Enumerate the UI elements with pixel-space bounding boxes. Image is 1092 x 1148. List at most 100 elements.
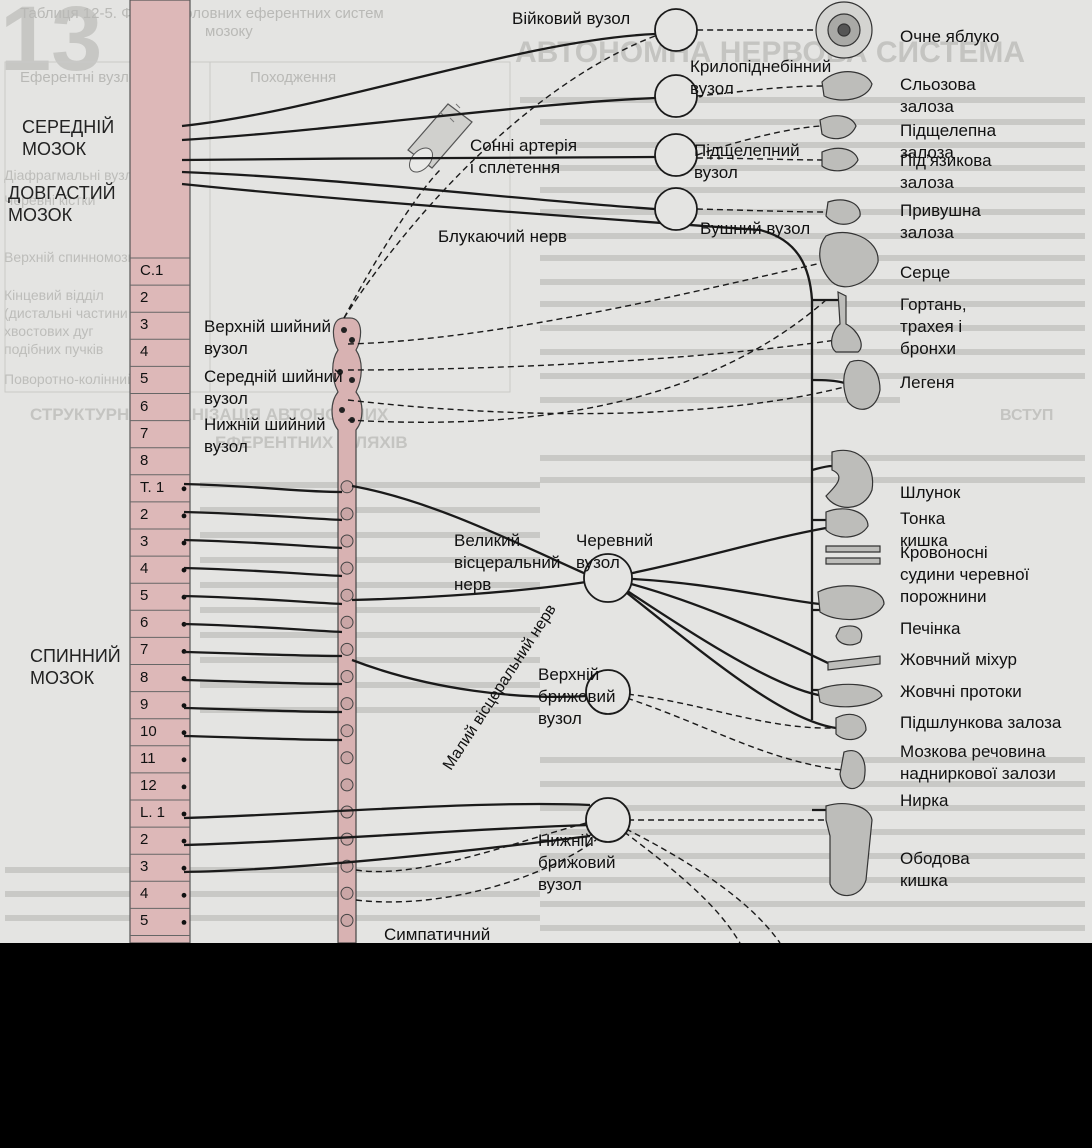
preganglionic-fibre [351,658,589,698]
chain-neuron-dot [339,407,345,413]
chain-ganglion [340,480,354,494]
postganglionic-fibre [696,85,823,97]
preganglionic-fibre [607,526,827,580]
chain-ganglia [181,327,355,927]
organ-label: Привушна залоза [900,201,981,242]
postganglionic-fibre [347,299,827,423]
postganglionic-fibre [696,125,821,156]
organ-label: Під’язикова залоза [900,151,992,192]
preganglionic-fibre [183,650,343,658]
organ-label: Очне яблуко [900,27,1000,46]
cord-cell-dot [181,730,187,736]
spinal-segment-label: 10 [140,722,157,740]
spinal-segment-label: 5 [140,587,149,605]
diagram-drawing [129,0,885,943]
table-row: Черевні кістки [4,192,95,208]
cord-cell-dot [181,703,187,708]
background-table-grid [4,61,511,393]
table-row: Поворотно-колінний [4,371,135,387]
ciliary-ganglion-label: Війковий вузол [512,9,631,28]
table-caption-2: мозоку [205,23,253,40]
postganglionic-fibre [355,821,591,873]
chain-ganglion [340,724,354,738]
postganglionic-fibre [347,385,849,415]
organ-label: Підщелепна залоза [900,121,997,162]
organ-label: Серце [900,263,951,282]
table-row: Діафрагмальні вузли [4,167,141,183]
cord-cell-dot [181,811,187,817]
parotid-gland-drawing [825,199,861,225]
preganglionic-fibre [181,170,656,211]
vagus-nerve-label: Блукаючий нерв [438,227,567,246]
lung-drawing [843,359,881,410]
chain-ganglion [340,642,354,656]
chain-ganglion [340,805,354,819]
ciliary-ganglion [654,8,698,52]
cord-cell-dot [181,892,187,898]
table-row: подібних пучків [4,341,103,357]
organ-label: Шлунок [900,483,961,502]
small-intestine-drawing [825,508,869,538]
postganglionic-fibre [343,169,441,319]
chain-ganglion [340,697,354,711]
organ-label: Підшлункова залоза [900,713,1062,732]
table-row: хвостових дуг [4,323,94,339]
preganglionic-fibre [183,802,591,820]
preganglionic-fibre [183,706,343,714]
chain-ganglion [340,588,354,602]
submandibular-ganglion [654,133,698,177]
midbrain-label: СЕРЕДНІЙ МОЗОК [22,117,115,159]
pterygopalatine-ganglion [654,74,698,118]
chain-ganglion [340,832,354,846]
background-heading: АВТОНОМНА НЕРВОВА СИСТЕМА [515,36,1025,69]
sublingual-gland-drawing [821,147,859,172]
preganglionic-fibre [607,576,821,606]
preganglionic-fibre [183,823,591,847]
chapter-number: 13 [0,0,102,90]
preganglionic-fibre [607,577,837,730]
adrenal-drawing [835,713,867,741]
sympathetic-trunk-label: Симпатичний [384,925,491,943]
organ-label: Нирка [900,791,949,810]
organ-label: Жовчний міхур [900,650,1017,669]
cord-cell-dot [181,757,187,763]
inferior-mesenteric-ganglion [585,797,631,843]
preganglionic-fibre [811,464,833,472]
spinal-cord [129,0,191,943]
heart-drawing [819,231,879,288]
chain-ganglion [340,670,354,683]
preganglionic-fibre [811,378,849,386]
kidney-drawing [839,750,866,790]
spinal-segment-label: 3 [140,533,149,550]
spinal-segment-label: 5 [140,370,149,388]
superior-mesenteric-ganglion [585,669,631,715]
preganglionic-fibre [607,577,825,698]
cranial-ganglia [583,8,698,843]
table-row: Кінцевий відділ [4,287,104,303]
submandibular-ganglion-label: Підщелепний вузол [694,141,800,182]
sympathetic-trunk [331,317,363,943]
table-row: (дистальні частини [4,305,128,321]
inferior-mesenteric-ganglion-label: Нижній брижовий вузол [538,831,616,894]
carotid-artery-label: Сонні артерія і сплетення [470,136,578,177]
spinal-segment-label: 5 [140,912,149,930]
background-heading: ВСТУП [1000,407,1053,424]
postganglionic-fibre [607,819,741,943]
greater-splanchnic-nerve-label: Великий вісцеральний нерв [454,531,561,594]
cord-cell-dot [181,784,187,790]
preganglionic-fibre [183,834,591,874]
chain-neuron-dot [349,337,355,343]
larynx-drawing [831,290,862,353]
spinal-segment-label: 4 [140,885,149,903]
spinal-segment-label: 6 [140,614,149,632]
gallbladder-drawing [835,625,863,646]
spinal-segment-label: 7 [140,641,149,659]
chain-ganglion [340,886,354,900]
otic-ganglion [654,187,698,231]
organ-label: Кровоносні судини черевної порожнини [900,543,1030,606]
organ-label: Ободова кишка [900,849,970,890]
celiac-ganglion [583,553,633,603]
organ-label: Легеня [900,373,955,392]
spinal-segment-label: 12 [140,776,157,794]
spinal-segment-label: C.1 [140,262,164,279]
